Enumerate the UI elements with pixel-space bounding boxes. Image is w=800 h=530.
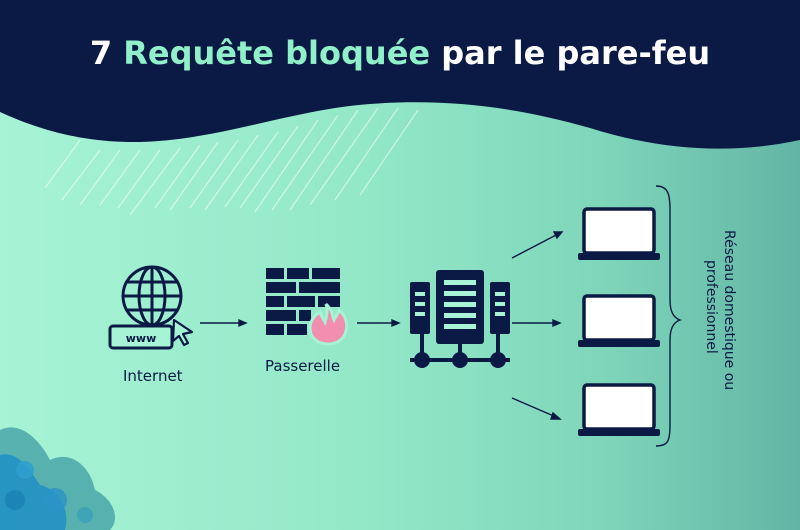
title-rest: par le pare-feu (441, 34, 711, 72)
firewall-icon (266, 268, 349, 346)
server-icon (410, 270, 510, 368)
title-number: 7 (89, 34, 113, 72)
arrows (200, 231, 564, 420)
laptop-icon (578, 294, 660, 347)
laptop-bottom (578, 383, 660, 438)
title-highlight: Requête bloquée (123, 34, 431, 72)
header-wave (0, 0, 800, 149)
server-node (408, 270, 512, 375)
globe-www-icon: www (108, 265, 194, 350)
www-text: www (126, 332, 157, 345)
laptop-top (578, 207, 660, 262)
network-label-line2: professionnel (703, 260, 719, 354)
rain-lines (44, 107, 419, 216)
laptop-icon (578, 383, 660, 436)
arrow-head-2 (391, 318, 401, 328)
cursor-icon (171, 318, 194, 347)
network-brace (655, 185, 683, 447)
arrow-head-4 (552, 318, 562, 328)
page-title: 7 Requête bloquée par le pare-feu (0, 34, 800, 72)
gateway-node (262, 268, 357, 348)
laptop-middle (578, 294, 660, 349)
arrow-head-3 (552, 231, 564, 240)
network-label: Réseau domestique ou professionnel (568, 230, 738, 430)
arrow-head-5 (550, 411, 562, 420)
arrow-head-1 (238, 318, 248, 328)
internet-label: Internet (123, 367, 183, 385)
gateway-label: Passerelle (265, 357, 341, 375)
laptop-icon (578, 207, 660, 260)
internet-node: www (100, 262, 200, 357)
foliage-decoration (0, 427, 115, 530)
flame-icon (308, 302, 349, 346)
network-label-line1: Réseau domestique ou (721, 230, 737, 391)
